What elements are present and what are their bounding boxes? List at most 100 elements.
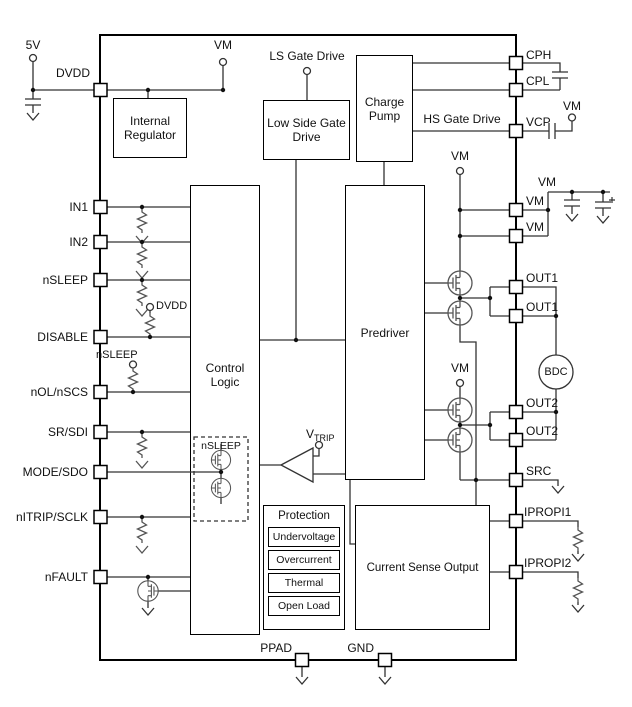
pin-label-out1a: OUT1 <box>526 271 559 285</box>
pin-vcp <box>508 123 524 139</box>
motor-circle <box>538 354 574 390</box>
pin-label-in1: IN1 <box>69 200 88 214</box>
label-vtrip: VTRIP <box>306 427 335 445</box>
pin-label-ipropi1: IPROPI1 <box>524 505 572 519</box>
gate-wires <box>425 282 448 441</box>
protection-item-undervoltage: Undervoltage <box>268 527 340 547</box>
charge-pump-label: Charge Pump <box>364 94 405 123</box>
pin-dvdd <box>93 82 108 98</box>
pin-gnd <box>377 652 393 668</box>
pin-label-vm1: VM <box>526 194 544 208</box>
label-ls-gate-drive: LS Gate Drive <box>269 49 345 63</box>
junction-dot <box>218 469 224 475</box>
pin-nitrip-sclk <box>93 509 108 525</box>
protection-title: Protection <box>278 510 330 522</box>
bottom-grounds <box>295 666 392 685</box>
dvdd-pullup <box>144 302 156 338</box>
mosfet-symbol <box>210 449 232 471</box>
pin-in2 <box>93 234 108 250</box>
pin-label-disable: DISABLE <box>37 330 88 344</box>
vcp-net <box>413 113 577 139</box>
pin-ipropi1 <box>508 513 524 529</box>
low-side-gate-drive-block: Low Side Gate Drive <box>263 100 350 160</box>
pin-label-in2: IN2 <box>69 235 88 249</box>
itrip-comparator-net <box>260 440 355 545</box>
label-vtrip-sub: TRIP <box>314 433 335 443</box>
vm-bridge-net <box>455 166 510 271</box>
protection-item-thermal: Thermal <box>268 573 340 593</box>
label-vm-bridge2: VM <box>451 361 469 375</box>
pin-label-out2a: OUT2 <box>526 396 559 410</box>
comparator-symbol <box>279 446 314 484</box>
pin-nsleep <box>93 272 108 288</box>
pin-mode-sdo <box>93 464 108 480</box>
label-vm-vcp: VM <box>563 99 581 113</box>
pin-disable <box>93 329 108 345</box>
pin-src <box>508 472 524 488</box>
label-5v: 5V <box>25 38 41 52</box>
current-sense-output-block: Current Sense Output <box>355 505 490 630</box>
predriver-block: Predriver <box>345 185 425 480</box>
pin-label-ipropi2: IPROPI2 <box>524 556 572 570</box>
plus-sign <box>609 197 615 203</box>
pin-nfault <box>93 569 108 585</box>
internal-regulator-block: Internal Regulator <box>113 98 187 158</box>
label-dvdd-pullup: DVDD <box>156 300 188 312</box>
pin-cph <box>508 55 524 71</box>
pin-nol-nscs <box>93 384 108 400</box>
src-external <box>522 479 565 494</box>
protection-item-overcurrent: Overcurrent <box>268 550 340 570</box>
internal-regulator-label: Internal Regulator <box>123 114 177 142</box>
pin-in1 <box>93 199 108 215</box>
motor-net <box>522 286 574 441</box>
pin-label-out1b: OUT1 <box>526 300 559 314</box>
pin-out1b <box>508 308 524 324</box>
charge-pump-net <box>413 62 568 91</box>
label-vm-bulk: VM <box>538 175 556 189</box>
vm-bulk-net <box>522 191 615 237</box>
ipropi1-net <box>490 520 585 562</box>
charge-pump-block: Charge Pump <box>356 55 413 162</box>
protection-block: Protection Undervoltage Overcurrent Ther… <box>263 505 345 630</box>
label-vtrip-base: V <box>306 427 315 441</box>
label-hs-gate-drive: HS Gate Drive <box>423 112 501 126</box>
pin-label-nfault: nFAULT <box>44 570 88 584</box>
label-vm-top: VM <box>214 38 232 52</box>
pins <box>93 55 524 668</box>
pin-cpl <box>508 82 524 98</box>
ls-gate-drive-net <box>302 66 312 100</box>
mosfet-symbol <box>210 477 232 499</box>
pin-label-out2b: OUT2 <box>526 424 559 438</box>
pin-out1a <box>508 279 524 295</box>
pin-label-cph: CPH <box>526 48 552 62</box>
ipropi2-net <box>490 571 585 613</box>
pin-sr-sdi <box>93 424 108 440</box>
label-nsleep-switches: nSLEEP <box>201 440 241 452</box>
pin-out2a <box>508 404 524 420</box>
low-side-gate-drive-label: Low Side Gate Drive <box>267 116 346 144</box>
control-logic-label: Control Logic <box>205 361 245 389</box>
protection-item-open-load: Open Load <box>268 596 340 616</box>
pin-label-cpl: CPL <box>526 74 550 88</box>
predriver-label: Predriver <box>360 325 410 340</box>
pin-out2b <box>508 432 524 448</box>
pin-vm1 <box>508 202 524 218</box>
pin-label-gnd: GND <box>347 641 374 655</box>
pin-label-src: SRC <box>526 464 552 478</box>
label-vm-bridge1: VM <box>451 149 469 163</box>
pin-label-mode-sdo: MODE/SDO <box>22 465 88 479</box>
pin-vm2 <box>508 228 524 244</box>
pin-label-vm2: VM <box>526 220 544 234</box>
label-nsleep-pullup: nSLEEP <box>96 349 138 361</box>
logic-predriver-bus <box>260 160 345 341</box>
pin-label-nol-nscs: nOL/nSCS <box>30 385 88 399</box>
pin-label-nitrip-sclk: nITRIP/SCLK <box>15 510 88 524</box>
current-sense-output-label: Current Sense Output <box>366 561 479 574</box>
label-motor-bdc: BDC <box>544 366 568 378</box>
pin-label-vcp: VCP <box>526 115 551 129</box>
pin-ipropi2 <box>508 564 524 580</box>
pin-label-sr-sdi: SR/SDI <box>47 425 88 439</box>
pin-label-dvdd: DVDD <box>55 66 90 80</box>
